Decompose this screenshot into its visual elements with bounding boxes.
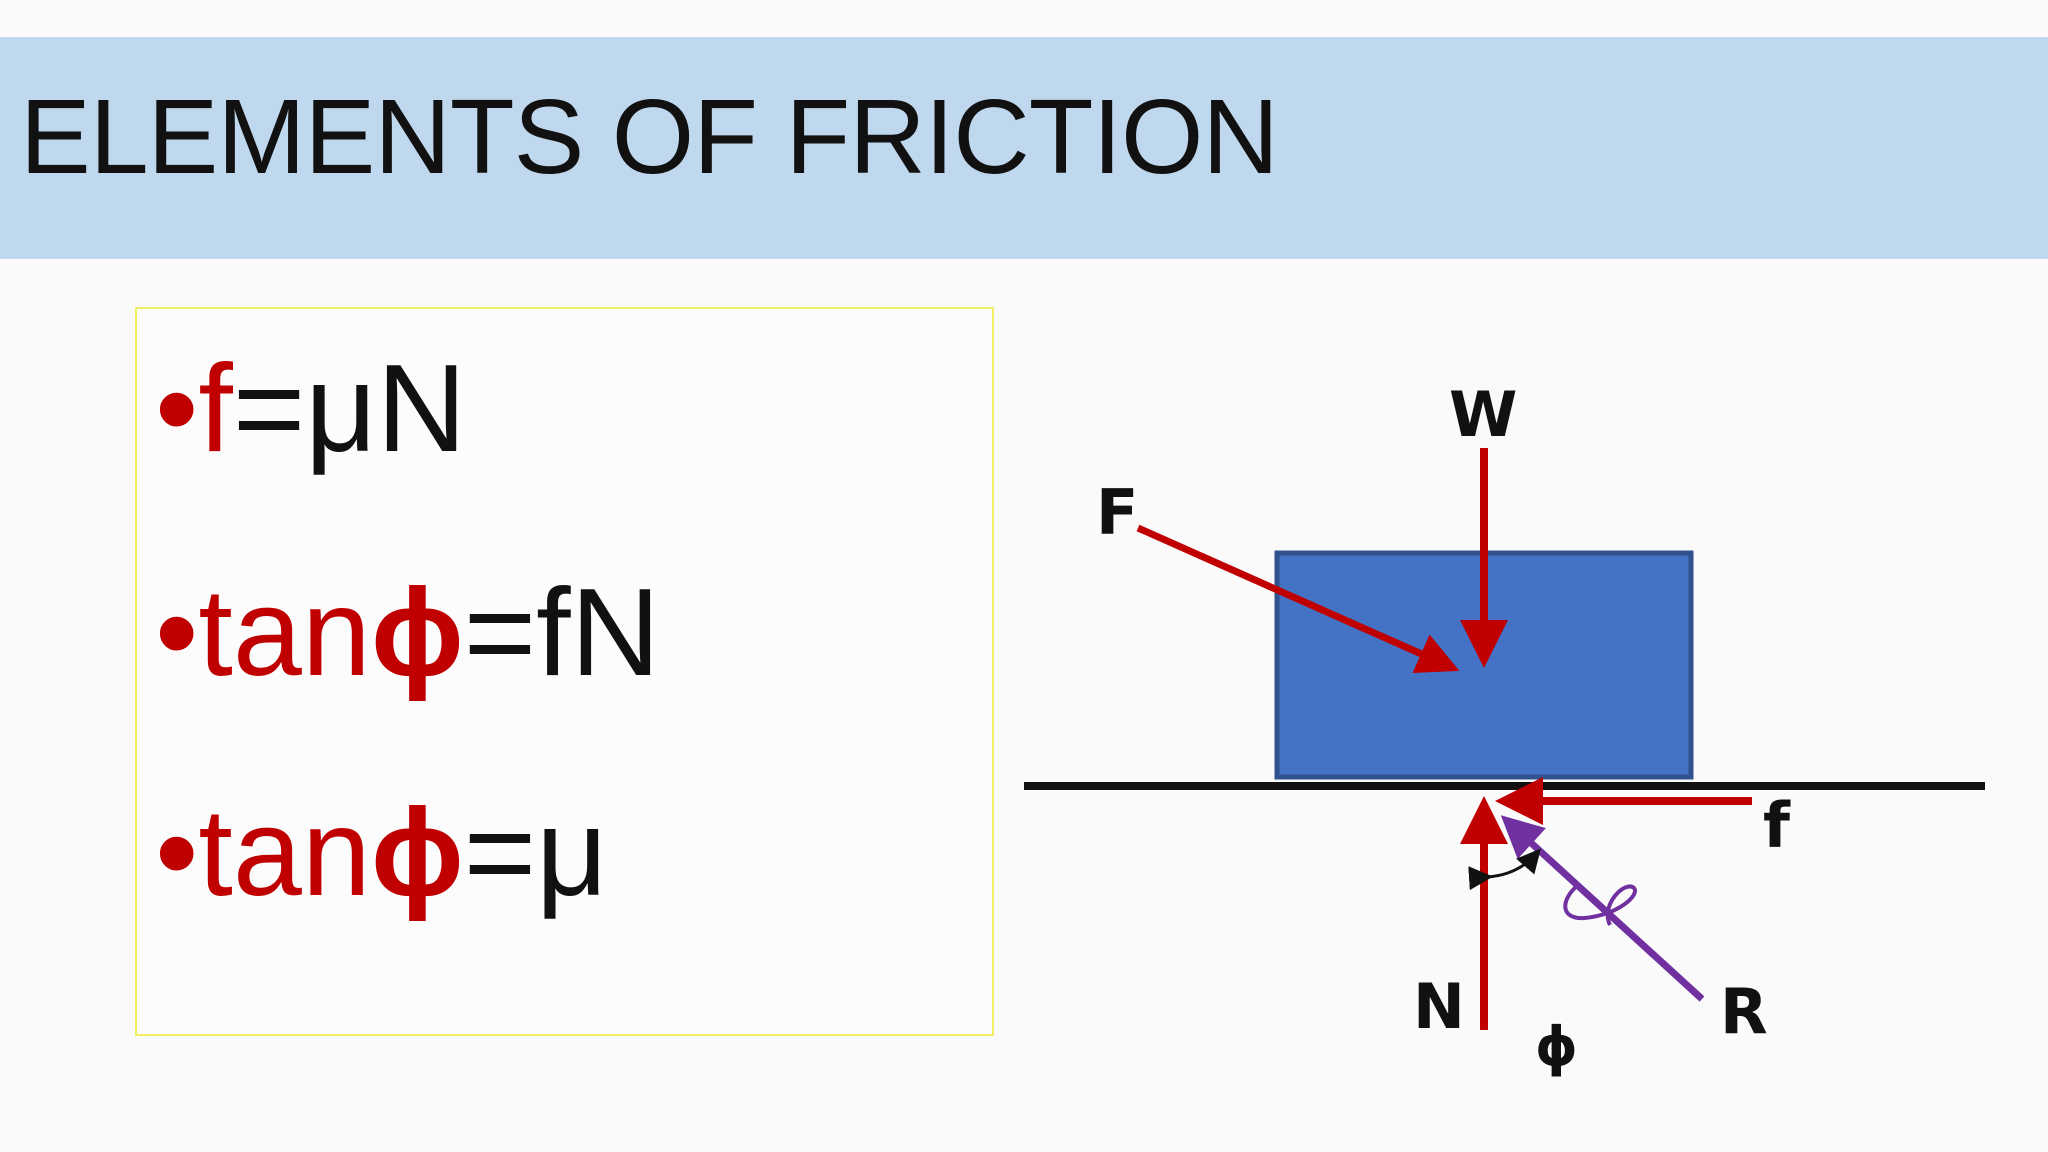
- bullet: •: [155, 340, 199, 478]
- label-angle: ϕ: [1535, 1015, 1578, 1078]
- label-normal: N: [1413, 970, 1465, 1043]
- label-applied-force: F: [1096, 476, 1138, 549]
- formula-rhs: =fN: [463, 564, 661, 702]
- formula-lhs: tan: [198, 564, 371, 702]
- formula-phi: ϕ: [370, 564, 464, 702]
- title-band: [0, 37, 2048, 259]
- formula-tan-phi-fn: •tanϕ=fN: [155, 568, 660, 698]
- label-resultant: R: [1720, 975, 1768, 1048]
- formula-lhs: tan: [198, 784, 371, 922]
- bullet: •: [155, 784, 199, 922]
- bullet: •: [155, 564, 199, 702]
- label-weight: W: [1449, 378, 1517, 451]
- formula-lhs: f: [198, 340, 233, 478]
- formula-tan-phi-mu: •tanϕ=μ: [155, 788, 608, 918]
- formula-rhs: =μN: [232, 340, 467, 478]
- angle-arc: [1468, 848, 1541, 891]
- slide-title: ELEMENTS OF FRICTION: [20, 78, 1279, 196]
- resultant-loop: [1563, 883, 1637, 926]
- resultant-arrow: [1500, 815, 1705, 1002]
- label-friction: f: [1763, 789, 1791, 862]
- applied-force-arrow: [1136, 524, 1460, 673]
- formula-friction-law: •f=μN: [155, 344, 466, 474]
- formula-rhs: =μ: [463, 784, 608, 922]
- formula-box: [135, 307, 994, 1036]
- formula-phi: ϕ: [370, 784, 464, 922]
